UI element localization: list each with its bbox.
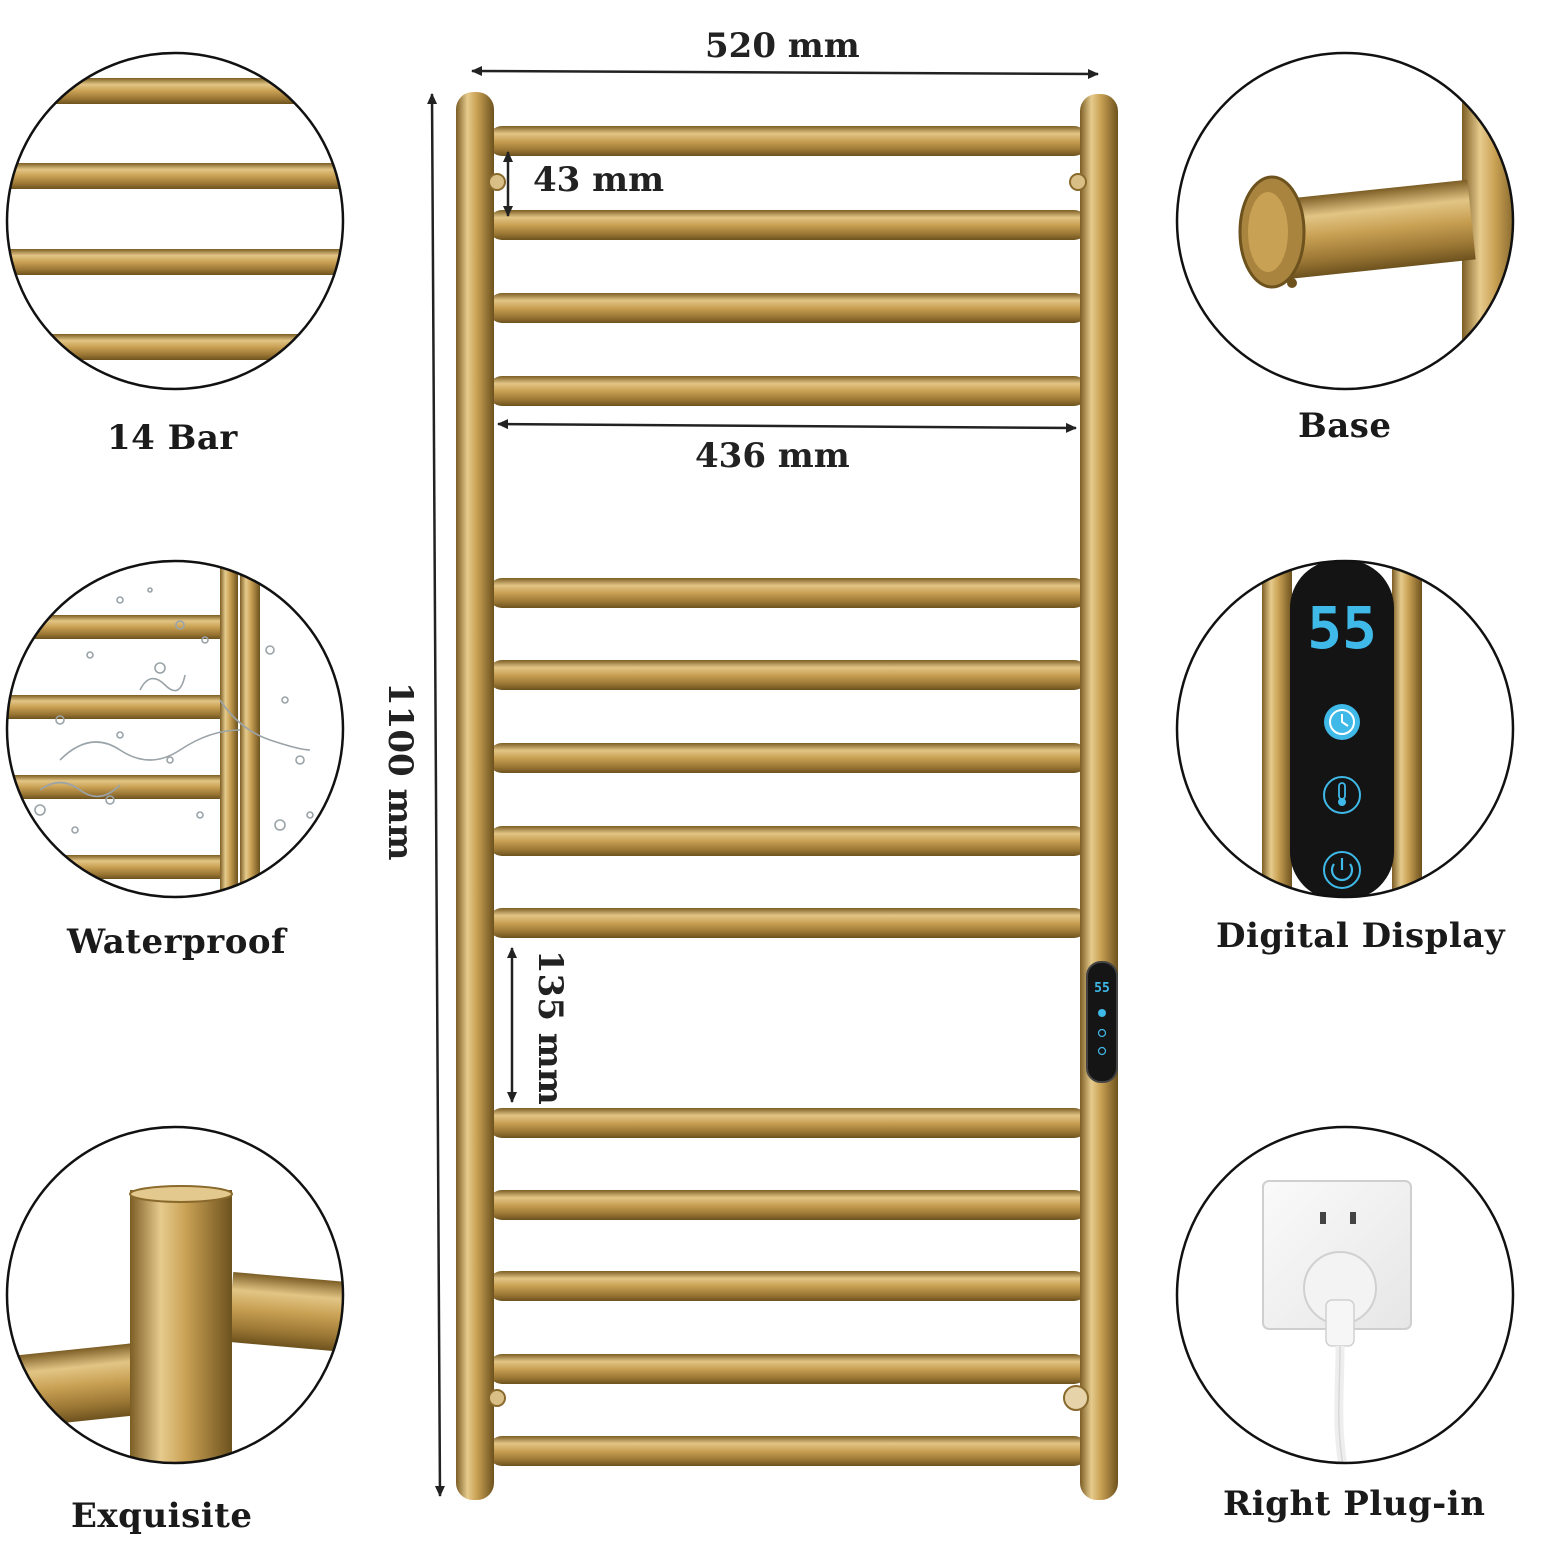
height-arrow — [427, 93, 445, 1497]
wall-bracket — [1063, 1385, 1089, 1411]
height-dimension: 1100 mm — [380, 682, 420, 861]
towel-bar — [488, 908, 1088, 938]
feature-label-base: Base — [1298, 406, 1392, 446]
width-dimension: 520 mm — [705, 26, 860, 66]
wall-bracket — [488, 1389, 506, 1407]
feature-label-waterproof: Waterproof — [67, 922, 287, 962]
detail-circle-display: 55 — [1175, 559, 1515, 899]
wall-bracket — [1069, 173, 1087, 191]
detail-circle-waterproof — [5, 559, 345, 899]
gap-dimension: 135 mm — [530, 950, 570, 1105]
towel-bar — [488, 1271, 1088, 1301]
detail-circle-exquisite — [5, 1125, 345, 1465]
detail-circle-bars — [5, 51, 345, 391]
towel-bar — [488, 293, 1088, 323]
water-splash-icon — [34, 587, 314, 834]
feature-label-plug: Right Plug-in — [1223, 1484, 1486, 1524]
feature-label-exquisite: Exquisite — [71, 1496, 253, 1536]
towel-bar — [488, 376, 1088, 406]
towel-bar — [488, 1436, 1088, 1466]
control-panel-small: 55 — [1086, 961, 1118, 1083]
towel-rail: 55 — [456, 92, 1118, 1500]
right-post — [1080, 94, 1118, 1500]
towel-bar — [488, 660, 1088, 690]
small-display-value: 55 — [1094, 981, 1110, 996]
detail-circle-plug — [1175, 1125, 1515, 1465]
clock-icon — [1324, 704, 1360, 740]
towel-bar — [488, 826, 1088, 856]
towel-bar — [488, 210, 1088, 240]
towel-bar — [488, 126, 1088, 156]
feature-label-display: Digital Display — [1216, 916, 1506, 956]
bar-spacing-dimension: 43 mm — [533, 160, 665, 200]
towel-bar — [488, 578, 1088, 608]
width-arrow — [471, 66, 1099, 79]
dimension-lines — [427, 66, 1099, 1497]
towel-bar — [488, 1108, 1088, 1138]
horizontal-bars — [488, 126, 1088, 1466]
towel-bar — [488, 743, 1088, 773]
detail-circle-base — [1175, 51, 1515, 391]
towel-bar — [488, 1190, 1088, 1220]
wall-bracket — [488, 173, 506, 191]
inner-width-arrow — [497, 419, 1077, 433]
left-post — [456, 92, 494, 1500]
inner-width-dimension: 436 mm — [695, 436, 850, 476]
thermometer-icon — [1323, 776, 1361, 814]
feature-label-bars: 14 Bar — [107, 418, 238, 458]
power-icon — [1323, 851, 1361, 889]
temperature-display: 55 — [1307, 594, 1377, 662]
towel-bar — [488, 1354, 1088, 1384]
